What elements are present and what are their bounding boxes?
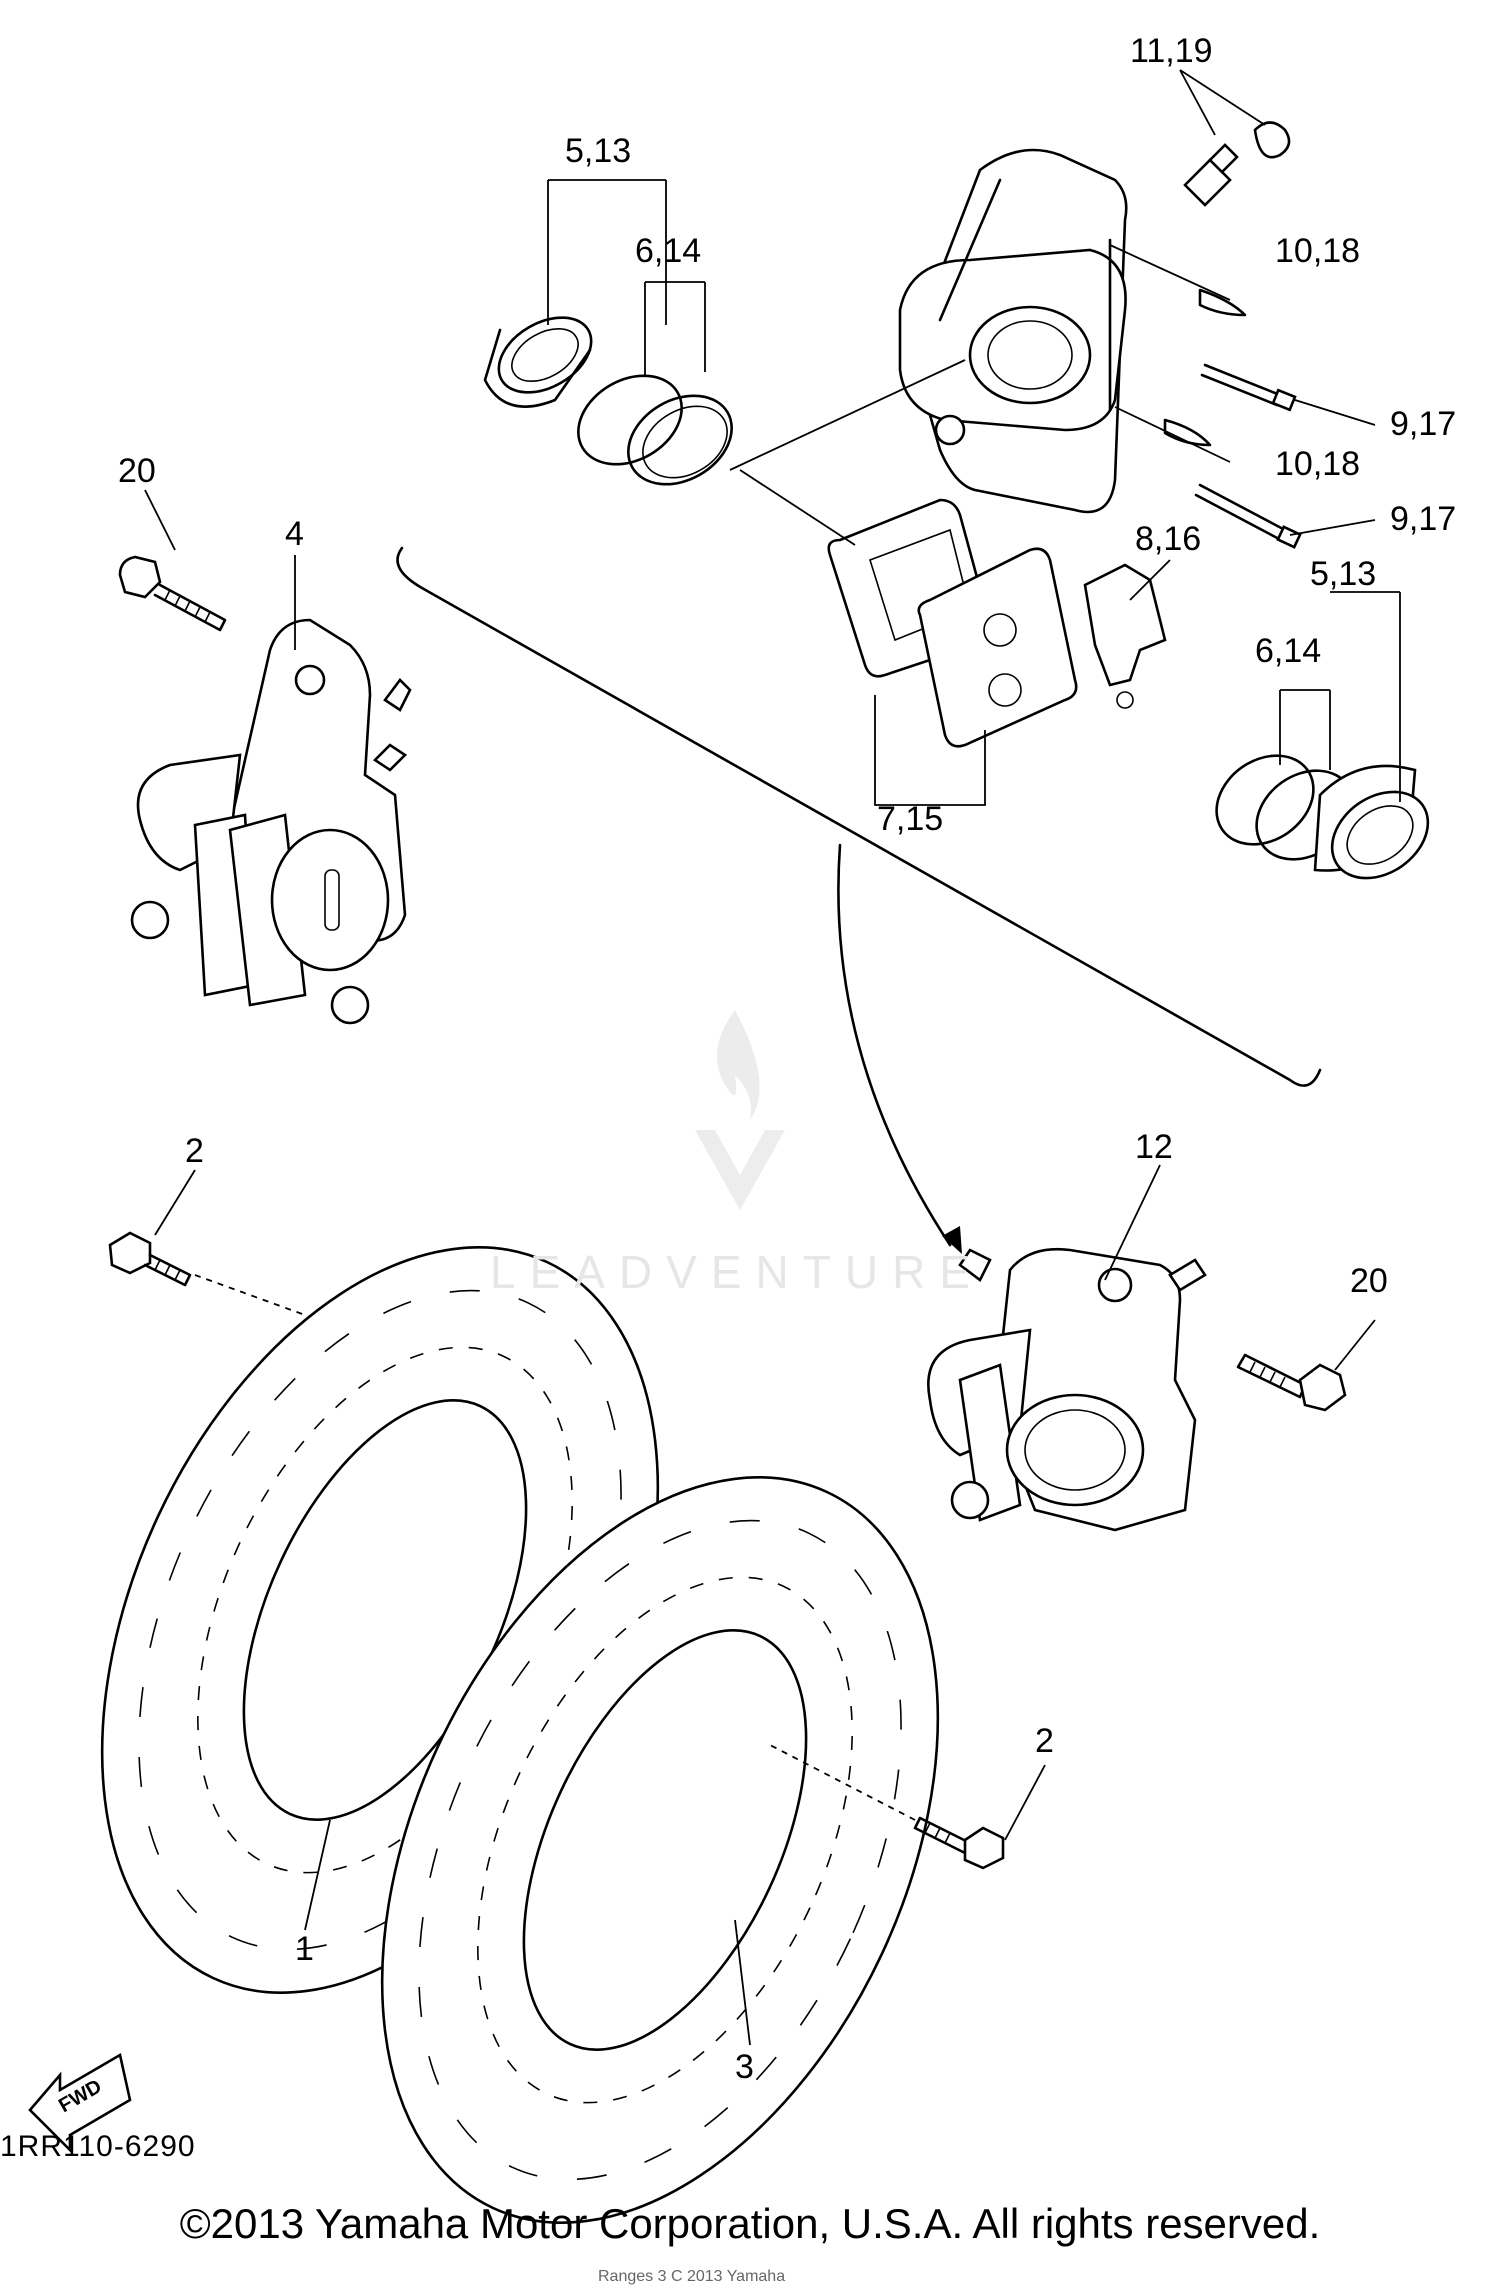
label-9-17-a: 9,17 (1390, 405, 1456, 443)
label-5-13-right: 5,13 (1310, 555, 1376, 593)
piston-seals-top (577, 374, 733, 486)
label-3: 3 (735, 2048, 754, 2086)
caliper-pin-lower (1194, 483, 1302, 549)
pin-clip-lower (1163, 418, 1212, 447)
label-6-14-top: 6,14 (635, 232, 701, 270)
label-8-16: 8,16 (1135, 520, 1201, 558)
pin-clip-upper (1198, 288, 1247, 317)
label-9-17-b: 9,17 (1390, 500, 1456, 538)
label-11-19: 11,19 (1130, 32, 1213, 70)
arrow-head-icon (942, 1226, 962, 1254)
label-6-14-right: 6,14 (1255, 632, 1321, 670)
label-12: 12 (1135, 1128, 1173, 1166)
leader-lines (144, 69, 1401, 2046)
pad-spring (1083, 563, 1167, 709)
copyright-notice: ©2013 Yamaha Motor Corporation, U.S.A. A… (179, 2200, 1321, 2247)
watermark-brand: LEADVENTURE (490, 1246, 984, 1298)
label-20-left: 20 (118, 452, 156, 490)
label-10-18-b: 10,18 (1275, 445, 1360, 483)
disc-bolt-top (108, 1231, 192, 1287)
label-10-18-a: 10,18 (1275, 232, 1360, 270)
diagram-code: 1RR110-6290 (0, 2130, 196, 2163)
disc-bolt-bottom (913, 1816, 1005, 1870)
left-caliper (130, 618, 412, 1025)
label-7-15: 7,15 (877, 800, 943, 838)
piston-right (1313, 764, 1430, 880)
label-1: 1 (295, 1930, 314, 1968)
watermark-logo (695, 1010, 785, 1210)
label-5-13-top: 5,13 (565, 132, 631, 170)
label-4: 4 (285, 515, 304, 553)
piston-top (483, 316, 593, 408)
top-caliper-body (898, 148, 1128, 514)
label-20-right: 20 (1350, 1262, 1388, 1300)
caliper-pin-upper (1200, 363, 1297, 412)
brake-disc-3 (380, 1476, 940, 2224)
mounting-bolt-left (118, 555, 227, 632)
bleeder-screw (1183, 121, 1291, 207)
right-caliper (927, 1247, 1207, 1532)
label-2-bottom: 2 (1035, 1722, 1054, 1760)
dealer-note: Ranges 3 C 2013 Yamaha (598, 2268, 786, 2285)
seal-to-pad-line (739, 469, 856, 546)
group-boundary-line (396, 546, 1322, 1087)
brake-pad-rear (917, 547, 1078, 748)
seal-to-caliper-line (729, 359, 966, 471)
group-to-caliper-arrow (837, 843, 952, 1247)
label-2-top: 2 (185, 1132, 204, 1170)
mounting-bolt-right (1236, 1353, 1347, 1412)
